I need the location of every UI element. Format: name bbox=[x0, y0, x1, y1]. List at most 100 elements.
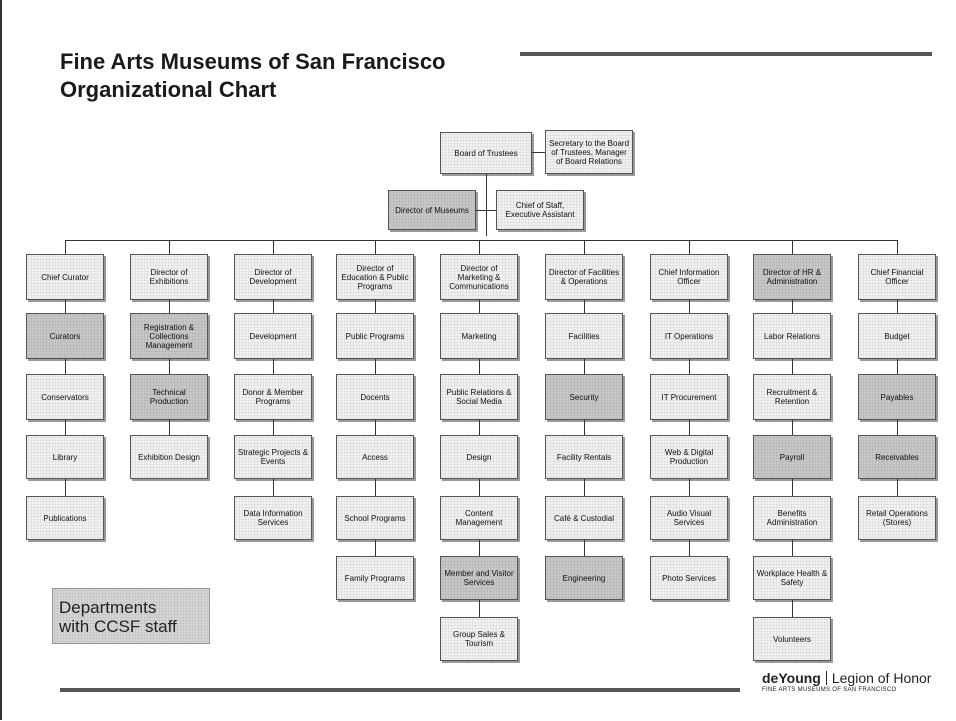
connector-line bbox=[65, 479, 66, 496]
node-public-relations-and-social-media: Public Relations & Social Media bbox=[440, 374, 518, 420]
node-data-information-services: Data Information Services bbox=[234, 496, 312, 540]
connector-line bbox=[584, 540, 585, 556]
node-school-programs: School Programs bbox=[336, 496, 414, 540]
connector-line bbox=[792, 300, 793, 313]
node-audio-visual-services: Audio Visual Services bbox=[650, 496, 728, 540]
connector-line bbox=[689, 420, 690, 435]
node-caf-and-custodial: Café & Custodial bbox=[545, 496, 623, 540]
node-library: Library bbox=[26, 435, 104, 479]
node-access: Access bbox=[336, 435, 414, 479]
connector-line bbox=[169, 240, 170, 254]
connector-line bbox=[169, 300, 170, 313]
node-director-of-development: Director of Development bbox=[234, 254, 312, 300]
legend-line-2: with CCSF staff bbox=[59, 617, 177, 636]
top-rule bbox=[520, 52, 932, 56]
node-content-management: Content Management bbox=[440, 496, 518, 540]
connector-line bbox=[584, 300, 585, 313]
connector-line bbox=[169, 420, 170, 435]
connector-line bbox=[792, 540, 793, 556]
connector-line bbox=[169, 359, 170, 374]
node-volunteers: Volunteers bbox=[753, 617, 831, 661]
connector-line bbox=[65, 300, 66, 313]
node-photo-services: Photo Services bbox=[650, 556, 728, 600]
node-chief-financial-officer: Chief Financial Officer bbox=[858, 254, 936, 300]
connector-line bbox=[273, 420, 274, 435]
connector-line bbox=[476, 210, 496, 211]
node-development: Development bbox=[234, 313, 312, 359]
connector-line bbox=[897, 420, 898, 435]
node-chief-of-staff: Chief of Staff, Executive Assistant bbox=[496, 190, 584, 230]
connector-line bbox=[375, 300, 376, 313]
node-conservators: Conservators bbox=[26, 374, 104, 420]
connector-line bbox=[897, 300, 898, 313]
connector-line bbox=[792, 420, 793, 435]
node-registration-and-collections-management: Registration & Collections Management bbox=[130, 313, 208, 359]
logo-deyoung: deYoung bbox=[762, 670, 821, 686]
node-design: Design bbox=[440, 435, 518, 479]
node-public-programs: Public Programs bbox=[336, 313, 414, 359]
connector-line bbox=[584, 359, 585, 374]
connector-line bbox=[479, 540, 480, 556]
node-chief-information-officer: Chief Information Officer bbox=[650, 254, 728, 300]
connector-line bbox=[375, 540, 376, 556]
connector-line bbox=[689, 540, 690, 556]
legend-line-1: Departments bbox=[59, 598, 157, 617]
logo-legion: Legion of Honor bbox=[831, 670, 932, 686]
connector-line bbox=[375, 479, 376, 496]
connector-line bbox=[689, 479, 690, 496]
connector-line bbox=[65, 420, 66, 435]
connector-line bbox=[479, 600, 480, 617]
node-director-of-education-and-public-programs: Director of Education & Public Programs bbox=[336, 254, 414, 300]
connector-bus bbox=[65, 240, 898, 241]
connector-line bbox=[479, 420, 480, 435]
connector-line bbox=[479, 240, 480, 254]
node-it-operations: IT Operations bbox=[650, 313, 728, 359]
logo-subtitle: FINE ARTS MUSEUMS OF SAN FRANCISCO bbox=[762, 687, 897, 693]
node-benefits-administration: Benefits Administration bbox=[753, 496, 831, 540]
connector-line bbox=[532, 152, 545, 153]
connector-line bbox=[792, 359, 793, 374]
connector-line bbox=[479, 359, 480, 374]
connector-line bbox=[486, 174, 487, 236]
node-labor-relations: Labor Relations bbox=[753, 313, 831, 359]
node-director-of-marketing-and-communications: Director of Marketing & Communications bbox=[440, 254, 518, 300]
title-line-2: Organizational Chart bbox=[60, 77, 277, 102]
node-workplace-health-and-safety: Workplace Health & Safety bbox=[753, 556, 831, 600]
node-payables: Payables bbox=[858, 374, 936, 420]
node-budget: Budget bbox=[858, 313, 936, 359]
node-chief-curator: Chief Curator bbox=[26, 254, 104, 300]
connector-line bbox=[375, 240, 376, 254]
connector-line bbox=[897, 240, 898, 254]
node-facilities: Facilities bbox=[545, 313, 623, 359]
connector-line bbox=[273, 479, 274, 496]
page-title: Fine Arts Museums of San Francisco Organ… bbox=[60, 48, 446, 104]
node-member-and-visitor-services: Member and Visitor Services bbox=[440, 556, 518, 600]
node-engineering: Engineering bbox=[545, 556, 623, 600]
connector-line bbox=[375, 420, 376, 435]
node-payroll: Payroll bbox=[753, 435, 831, 479]
node-marketing: Marketing bbox=[440, 313, 518, 359]
node-board-of-trustees: Board of Trustees bbox=[440, 132, 532, 174]
node-secretary-to-board: Secretary to the Board of Trustees, Mana… bbox=[545, 130, 633, 174]
node-strategic-projects-and-events: Strategic Projects & Events bbox=[234, 435, 312, 479]
legend-box: Departments with CCSF staff bbox=[52, 588, 210, 644]
node-technical-production: Technical Production bbox=[130, 374, 208, 420]
connector-line bbox=[897, 359, 898, 374]
connector-line bbox=[584, 420, 585, 435]
connector-line bbox=[273, 359, 274, 374]
connector-line bbox=[584, 479, 585, 496]
connector-line bbox=[792, 479, 793, 496]
bottom-rule bbox=[60, 688, 740, 692]
node-it-procurement: IT Procurement bbox=[650, 374, 728, 420]
node-publications: Publications bbox=[26, 496, 104, 540]
node-exhibition-design: Exhibition Design bbox=[130, 435, 208, 479]
node-director-of-facilities-and-operations: Director of Facilities & Operations bbox=[545, 254, 623, 300]
node-family-programs: Family Programs bbox=[336, 556, 414, 600]
connector-line bbox=[65, 240, 66, 254]
connector-line bbox=[689, 300, 690, 313]
connector-line bbox=[897, 479, 898, 496]
node-security: Security bbox=[545, 374, 623, 420]
node-donor-and-member-programs: Donor & Member Programs bbox=[234, 374, 312, 420]
connector-line bbox=[65, 359, 66, 374]
connector-line bbox=[689, 359, 690, 374]
